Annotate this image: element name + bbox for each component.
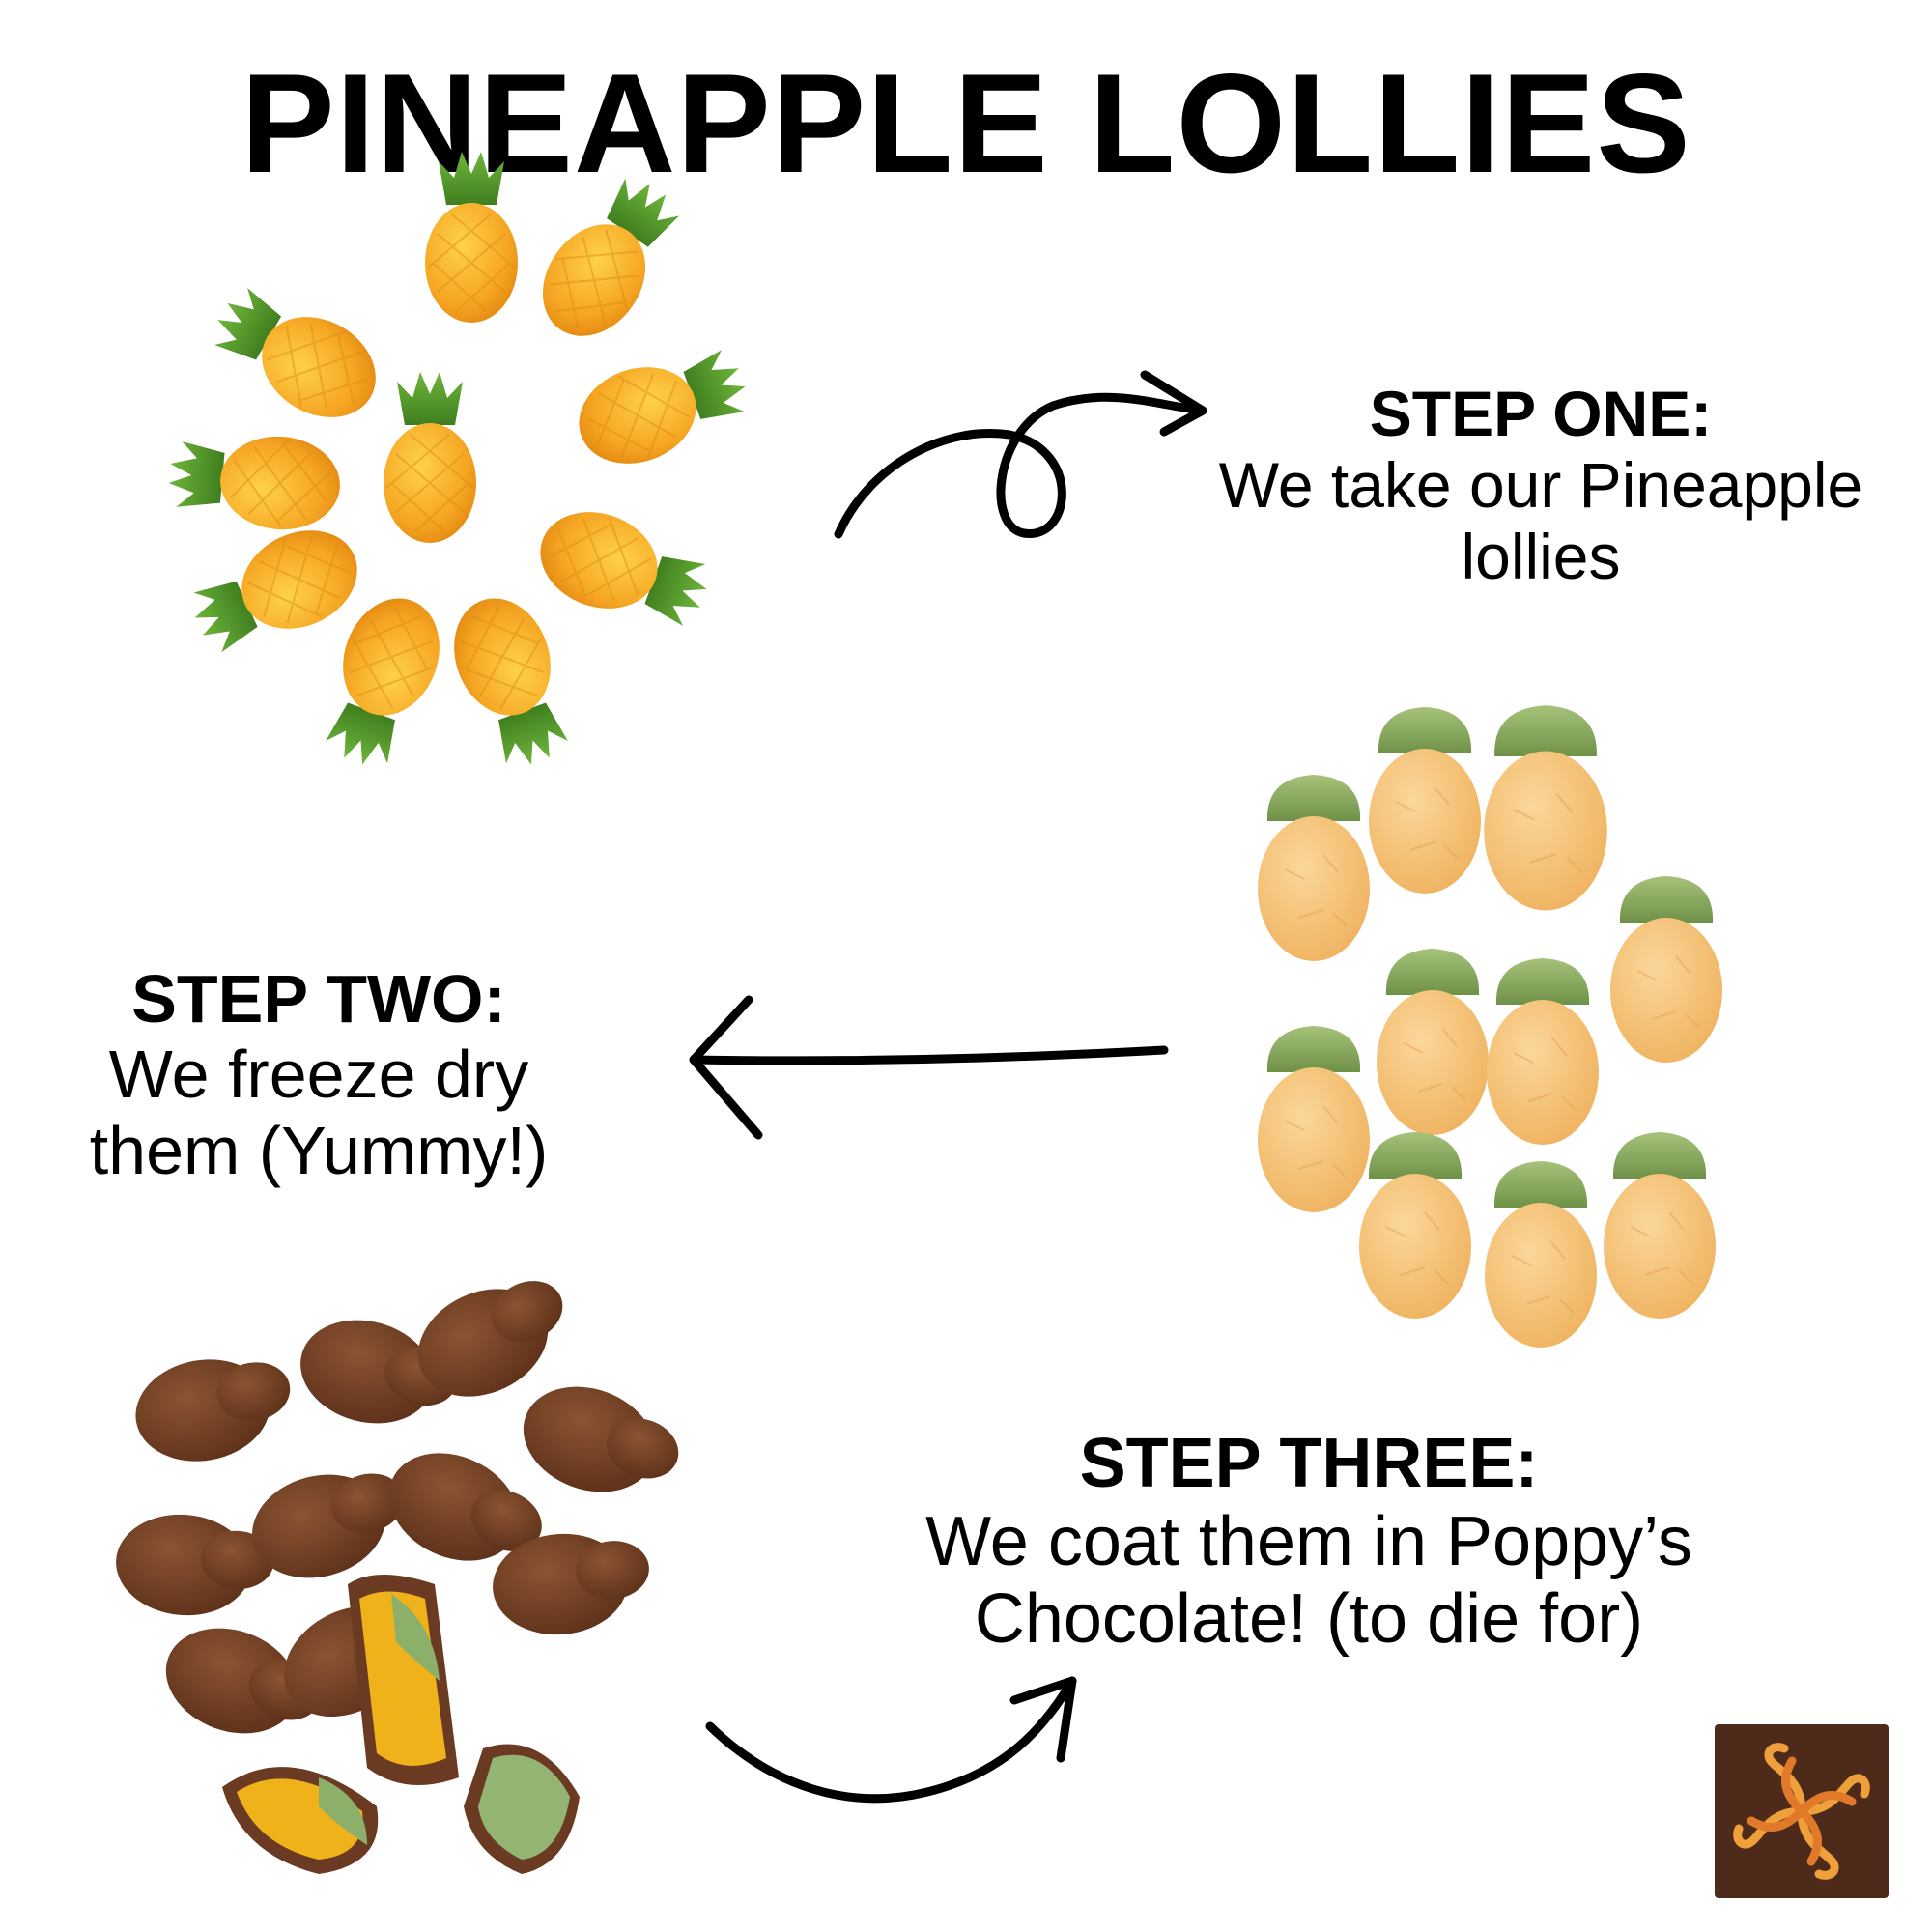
freeze-dried-lollies-image: [1257, 704, 1723, 1349]
step-two: STEP TWO: We freeze dry them (Yummy!): [39, 961, 599, 1188]
step-three-text: We coat them in Poppy’s Chocolate! (to d…: [925, 1502, 1692, 1659]
curly-arrow-right-icon: [834, 370, 1208, 539]
step-three: STEP THREE: We coat them in Poppy’s Choc…: [850, 1425, 1768, 1659]
cut-chocolate-lolly: [222, 1575, 580, 1874]
chocolate-coated-lollies-image: [111, 1259, 692, 1874]
poppys-logo-icon: [1715, 1724, 1889, 1898]
step-one-text: We take our Pineapple lollies: [1218, 448, 1863, 592]
step-one: STEP ONE: We take our Pineapple lollies: [1164, 378, 1918, 593]
step-one-heading: STEP ONE:: [1369, 378, 1713, 449]
curved-arrow-up-right-icon: [705, 1676, 1077, 1804]
step-three-heading: STEP THREE:: [1079, 1425, 1539, 1502]
step-two-text: We freeze dry them (Yummy!): [89, 1037, 549, 1188]
step-two-heading: STEP TWO:: [131, 961, 506, 1037]
pineapple-lollies-image: [164, 151, 759, 779]
arrow-left-icon: [689, 995, 1169, 1140]
